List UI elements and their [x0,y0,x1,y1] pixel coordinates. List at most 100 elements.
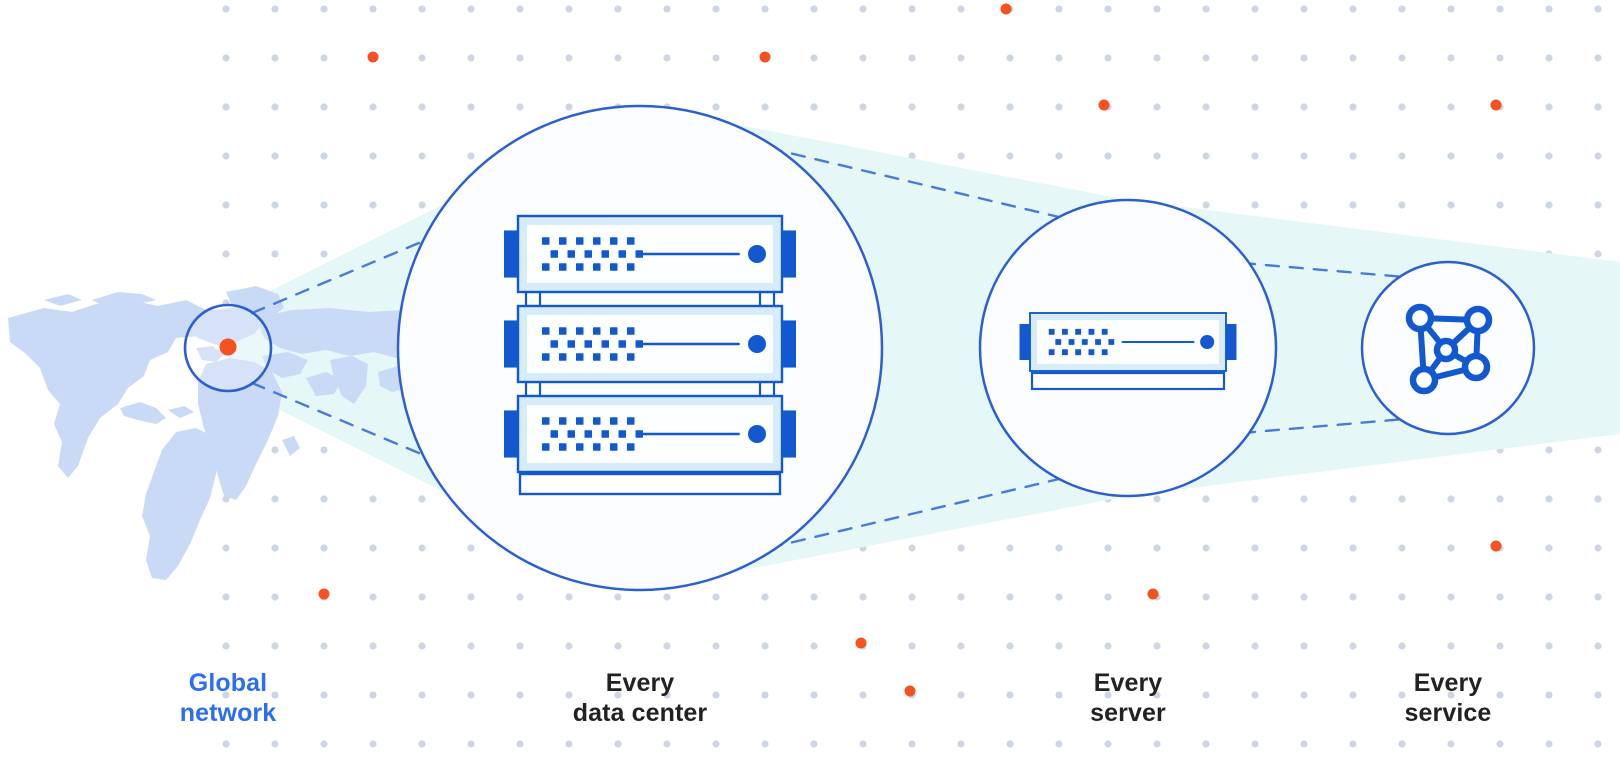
grid-dot [1447,5,1455,13]
grid-dot [369,495,377,503]
grid-dot [1300,103,1308,111]
grid-dot [271,54,279,62]
grid-dot [1496,5,1504,13]
server-tab-left [504,410,520,458]
grid-dot [565,54,573,62]
grid-dot [418,544,426,552]
server-led [610,327,618,335]
server-led [550,340,558,348]
grid-dot [1300,740,1308,748]
grid-dot [1006,740,1014,748]
grid-dot [1006,544,1014,552]
grid-dot [271,201,279,209]
grid-dot [1006,642,1014,650]
grid-dot [1594,740,1602,748]
grid-dot [1398,54,1406,62]
server-led [1055,339,1062,345]
server-led [635,430,643,438]
grid-dot [516,642,524,650]
grid-dot [565,5,573,13]
grid-dot [712,691,720,699]
rack-rail-right [758,380,776,398]
server-led [593,237,601,245]
grid-dot [369,5,377,13]
grid-dot [1349,544,1357,552]
grid-dot [1055,152,1063,160]
accent-dot [1000,3,1012,15]
grid-dot [1594,642,1602,650]
grid-dot [1545,446,1553,454]
server-led [567,430,575,438]
accent-dot [367,51,379,63]
grid-dot [1545,642,1553,650]
grid-dot [1398,691,1406,699]
accent-dot-group [318,3,1502,697]
grid-dot [271,691,279,699]
grid-dot [1496,740,1504,748]
grid-dot [1300,691,1308,699]
grid-dot [1447,593,1455,601]
grid-dot [320,642,328,650]
stage-label-global-network: Global network [179,669,277,727]
grid-dot [565,103,573,111]
grid-dot [565,593,573,601]
grid-dot [1545,544,1553,552]
server-led [550,250,558,258]
grid-dot [1594,5,1602,13]
grid-dot [1104,54,1112,62]
grid-dot [1545,152,1553,160]
grid-dot [1251,544,1259,552]
grid-dot [1153,152,1161,160]
grid-dot [761,593,769,601]
grid-dot [663,740,671,748]
grid-dot [1349,5,1357,13]
grid-dot [1104,544,1112,552]
grid-dot [1447,642,1455,650]
server-led [542,263,550,271]
grid-dot [1300,201,1308,209]
server-led [1061,349,1068,356]
grid-dot [222,5,230,13]
world-map-icon [8,286,556,580]
server-led [559,417,567,425]
grid-dot [369,642,377,650]
grid-dot [1251,54,1259,62]
grid-dot [467,740,475,748]
grid-dot [1349,54,1357,62]
grid-dot [712,642,720,650]
server-status-dot [1200,334,1215,350]
grid-dot [222,103,230,111]
grid-dot [320,544,328,552]
grid-dot [1251,495,1259,503]
grid-dot [1398,201,1406,209]
grid-dot [1496,642,1504,650]
grid-dot [467,103,475,111]
grid-dot [516,103,524,111]
grid-dot [908,103,916,111]
grid-dot [859,593,867,601]
mesh-node [1463,305,1493,335]
server-led [593,443,601,451]
accent-dot [1147,588,1159,600]
grid-dot [1202,5,1210,13]
server-led [584,430,592,438]
mesh-node [1405,303,1435,333]
grid-dot [1594,446,1602,454]
server-unit [504,394,796,474]
grid-dot [565,642,573,650]
grid-dot [663,5,671,13]
grid-dot [1349,642,1357,650]
grid-dot [1594,250,1602,258]
server-led [559,327,567,335]
grid-dot [663,54,671,62]
grid-dot [1006,691,1014,699]
grid-dot [1398,103,1406,111]
grid-dot [418,103,426,111]
rack-rail-right [758,290,776,308]
grid-dot [712,54,720,62]
server-tab-right [780,230,796,278]
grid-dot [565,691,573,699]
grid-dot [1300,544,1308,552]
grid-dot [222,593,230,601]
grid-dot [467,5,475,13]
